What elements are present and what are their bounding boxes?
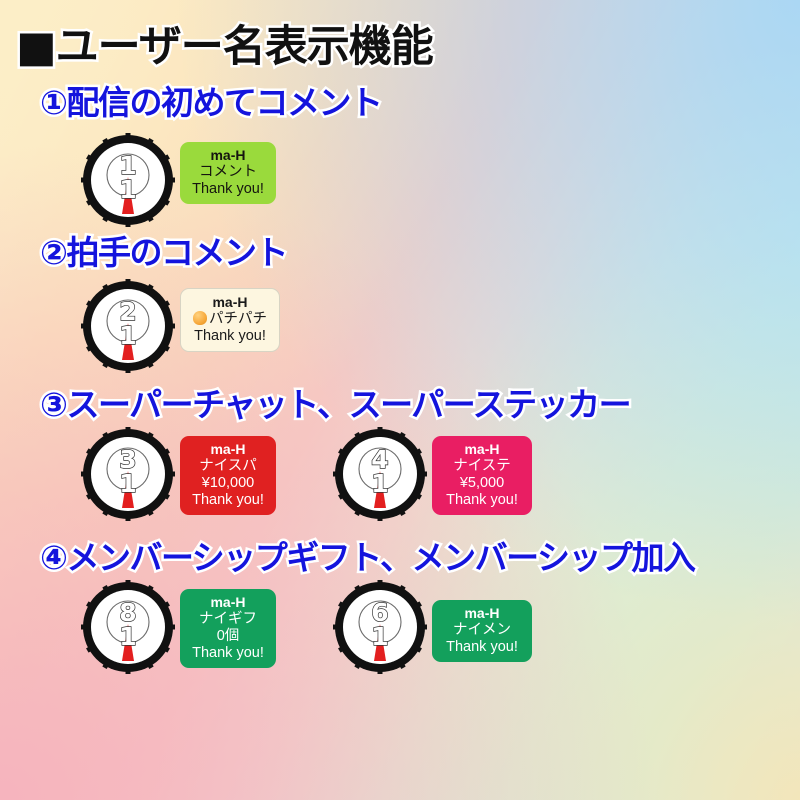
bubble-amount: ¥5,000: [459, 474, 505, 491]
section-heading-3: ③スーパーチャット、スーパーステッカー: [37, 383, 634, 427]
bubble-count: 0個: [216, 627, 240, 644]
bubble-username: ma-H: [210, 594, 246, 610]
gauge-bottom-digit: 1: [371, 622, 388, 651]
gauge-top-digit: 8: [119, 598, 136, 627]
gauge-icon-1: 1 1: [78, 130, 178, 230]
gauge-top-digit: 6: [371, 598, 388, 627]
bubble-line-1: パチパチ: [192, 310, 268, 328]
gauge-icon-3: 3 1: [78, 424, 178, 524]
gauge-svg: 8 1: [81, 580, 175, 674]
gauge-top-digit: 3: [119, 445, 136, 474]
bubble-line-3: Thank you!: [192, 644, 264, 661]
bubble-line-2: Thank you!: [194, 327, 266, 344]
gauge-bottom-digit: 1: [119, 175, 136, 204]
gauge-svg: 3 1: [81, 427, 175, 521]
bubble-line-3: Thank you!: [446, 491, 518, 508]
bubble-username: ma-H: [210, 147, 246, 163]
chat-bubble-4: ma-H ナイステ ¥5,000 Thank you!: [432, 436, 532, 515]
bubble-username: ma-H: [464, 441, 500, 457]
bubble-username: ma-H: [464, 605, 500, 621]
bubble-line-1: ナイメン: [453, 621, 511, 638]
section-heading-1: ①配信の初めてコメント: [37, 81, 385, 125]
page-title: ■ユーザー名表示機能: [14, 20, 437, 75]
bubble-line-2: Thank you!: [192, 180, 264, 197]
clapping-hands-emoji: [193, 310, 207, 325]
gauge-needle: [374, 471, 386, 508]
gauge-bottom-digit: 1: [371, 469, 388, 498]
gauge-icon-5: 8 1: [78, 577, 178, 677]
bubble-line-1-text: パチパチ: [209, 310, 267, 327]
gauge-svg: 4 1: [333, 427, 427, 521]
gauge-icon-6: 6 1: [330, 577, 430, 677]
gauge-svg: 1 1: [81, 133, 175, 227]
bubble-username: ma-H: [212, 294, 248, 310]
gauge-top-digit: 4: [371, 445, 388, 474]
chat-bubble-2: ma-H パチパチ Thank you!: [180, 288, 280, 352]
chat-bubble-5: ma-H ナイギフ 0個 Thank you!: [180, 589, 276, 668]
gauge-bottom-digit: 1: [119, 321, 136, 350]
gauge-needle: [374, 624, 386, 661]
section-heading-2: ②拍手のコメント: [38, 231, 291, 275]
gauge-icon-2: 2 1: [78, 276, 178, 376]
bubble-amount: ¥10,000: [201, 474, 255, 491]
bubble-line-1: コメント: [199, 163, 257, 180]
bubble-line-1: ナイステ: [453, 457, 511, 474]
gauge-needle: [122, 471, 134, 508]
bubble-username: ma-H: [210, 441, 246, 457]
gauge-needle: [122, 323, 134, 360]
chat-bubble-3: ma-H ナイスパ ¥10,000 Thank you!: [180, 436, 276, 515]
gauge-svg: 2 1: [81, 279, 175, 373]
bubble-line-3: Thank you!: [192, 491, 264, 508]
gauge-needle: [122, 177, 134, 214]
gauge-bottom-digit: 1: [119, 469, 136, 498]
chat-bubble-1: ma-H コメント Thank you!: [180, 142, 276, 204]
bubble-line-2: Thank you!: [446, 638, 518, 655]
section-heading-4: ④メンバーシップギフト、メンバーシップ加入: [37, 536, 698, 580]
chat-bubble-6: ma-H ナイメン Thank you!: [432, 600, 532, 662]
gauge-top-digit: 2: [119, 297, 136, 326]
gauge-needle: [122, 624, 134, 661]
gauge-icon-4: 4 1: [330, 424, 430, 524]
gauge-svg: 6 1: [333, 580, 427, 674]
bubble-line-1: ナイギフ: [199, 610, 257, 627]
bubble-line-1: ナイスパ: [199, 457, 257, 474]
gauge-top-digit: 1: [119, 151, 136, 180]
gauge-bottom-digit: 1: [119, 622, 136, 651]
